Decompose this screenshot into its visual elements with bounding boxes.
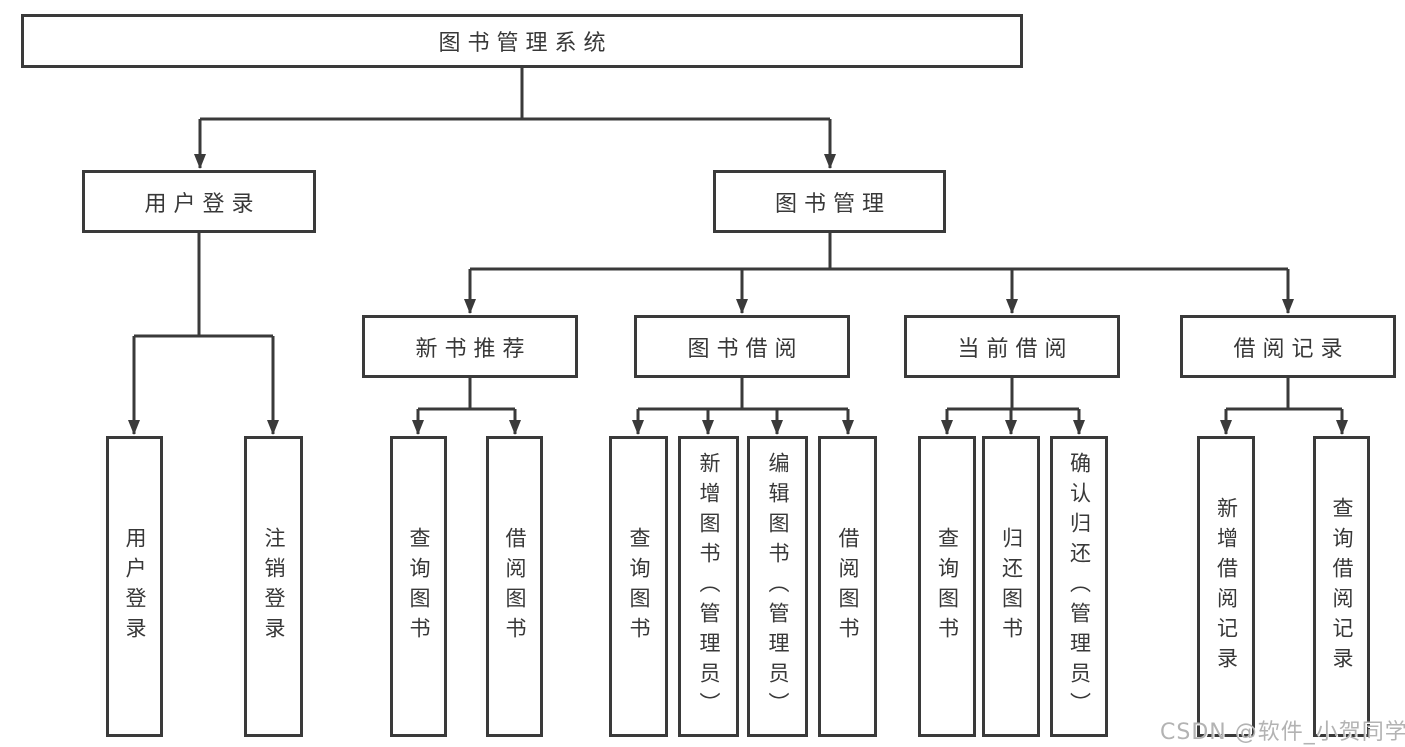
- node-label: 图书管理系统: [438, 31, 613, 56]
- connector-newbook-spine: [418, 378, 515, 411]
- node-label: 用户登录: [123, 526, 147, 647]
- node-new-book-recommend: 新书推荐: [362, 315, 578, 378]
- node-label: 图书借阅: [687, 336, 804, 362]
- connector-userlogin-spine: [134, 233, 273, 338]
- leaf-return-books: 归还图书: [982, 436, 1040, 737]
- connector-borrowrecords-spine: [1226, 378, 1342, 411]
- leaf-logout: 注销登录: [244, 436, 303, 737]
- node-current-borrow: 当前借阅: [904, 315, 1120, 378]
- node-book-borrow: 图书借阅: [634, 315, 850, 378]
- node-label: 新增图书（管理员）: [697, 451, 721, 722]
- leaf-query-books-recommend: 查询图书: [390, 436, 447, 737]
- leaf-add-borrow-record: 新增借阅记录: [1197, 436, 1255, 737]
- node-label: 图书管理: [774, 191, 891, 217]
- leaf-user-login: 用户登录: [106, 436, 163, 737]
- node-label: 编辑图书（管理员）: [766, 451, 790, 722]
- node-label: 查询图书: [407, 526, 431, 647]
- leaf-query-books-borrow: 查询图书: [609, 436, 668, 737]
- leaf-query-borrow-record: 查询借阅记录: [1313, 436, 1370, 737]
- node-user-login: 用户登录: [82, 170, 316, 233]
- node-label: 注销登录: [262, 526, 286, 647]
- leaf-confirm-return-admin: 确认归还（管理员）: [1050, 436, 1108, 737]
- connector-bookmgmt-spine: [470, 233, 1288, 271]
- node-book-management: 图书管理: [713, 170, 946, 233]
- leaf-add-books-admin: 新增图书（管理员）: [678, 436, 739, 737]
- node-label: 确认归还（管理员）: [1067, 451, 1092, 722]
- node-label: 查询图书: [627, 526, 651, 647]
- node-label: 归还图书: [999, 526, 1024, 647]
- connector-root-spine: [200, 68, 830, 121]
- node-label: 借阅图书: [836, 526, 860, 647]
- node-label: 查询借阅记录: [1330, 496, 1354, 677]
- node-label: 借阅记录: [1233, 336, 1350, 362]
- node-label: 新书推荐: [415, 336, 532, 362]
- node-root-library-system: 图书管理系统: [21, 14, 1023, 68]
- leaf-edit-books-admin: 编辑图书（管理员）: [747, 436, 808, 737]
- node-label: 新增借阅记录: [1214, 496, 1239, 677]
- node-label: 当前借阅: [957, 336, 1074, 362]
- connector-currentborrow-spine: [947, 378, 1079, 411]
- connector-bookborrow-spine: [638, 378, 848, 411]
- csdn-watermark: CSDN @软件_小贺同学: [1160, 720, 1405, 745]
- leaf-query-books-current: 查询图书: [918, 436, 976, 737]
- node-label: 借阅图书: [503, 526, 527, 647]
- leaf-borrow-books-recommend: 借阅图书: [486, 436, 543, 737]
- leaf-borrow-books: 借阅图书: [818, 436, 877, 737]
- node-label: 查询图书: [935, 526, 960, 647]
- node-label: 用户登录: [144, 191, 261, 217]
- node-borrow-records: 借阅记录: [1180, 315, 1396, 378]
